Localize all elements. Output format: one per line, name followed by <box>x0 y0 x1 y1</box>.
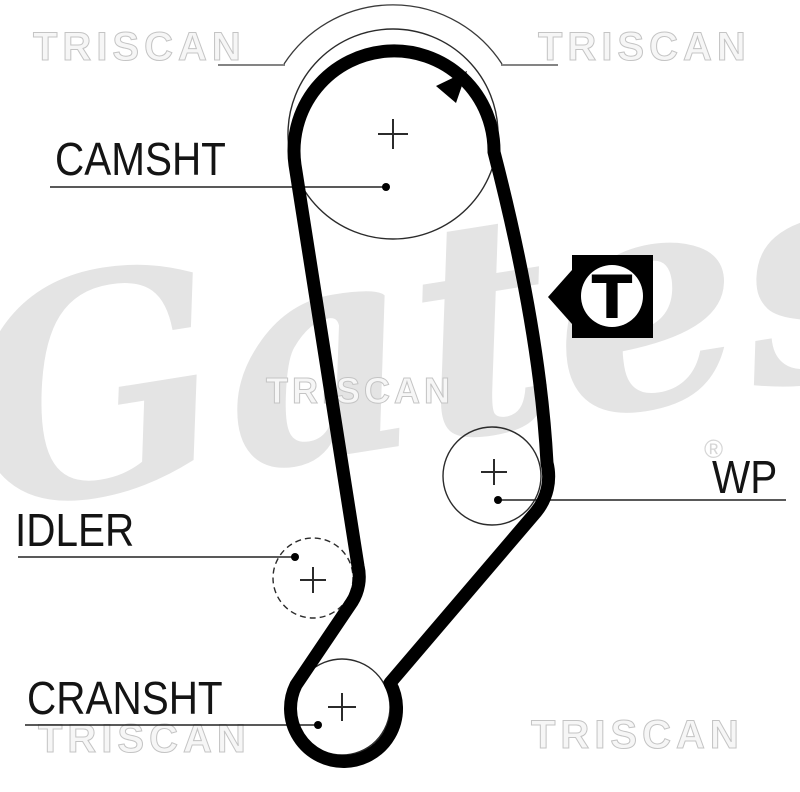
water-pump-leader-dot <box>494 496 502 504</box>
triscan-watermark-center: TRISCAN <box>266 370 454 411</box>
cover-arc <box>283 4 503 65</box>
water-pump-label: WP <box>712 451 778 503</box>
camshaft-leader-dot <box>382 183 390 191</box>
triscan-watermark-bottom-right: TRISCAN <box>531 713 744 757</box>
water-pump-center-cross-icon <box>481 459 507 485</box>
triscan-watermark-top-right: TRISCAN <box>538 25 751 69</box>
tensioner-marker-letter: T <box>592 263 633 333</box>
camshaft-label: CAMSHT <box>55 133 226 185</box>
tensioner-marker-pointer-icon <box>548 270 572 324</box>
crankshaft-leader-dot <box>314 721 322 729</box>
crankshaft-label: CRANSHT <box>27 672 223 724</box>
timing-belt-path <box>284 44 556 768</box>
idler-center-cross-icon <box>300 567 326 593</box>
triscan-watermark-top-left: TRISCAN <box>33 25 246 69</box>
belt-direction-arrow-icon <box>436 71 467 103</box>
idler-leader-dot <box>291 553 299 561</box>
crankshaft-center-cross-icon <box>328 693 356 721</box>
registered-trademark-icon: ® <box>704 434 724 464</box>
tensioner-marker-disc <box>581 265 643 327</box>
idler-label: IDLER <box>15 504 135 556</box>
water-pump-pulley-circle <box>442 426 542 526</box>
tensioner-marker: T <box>548 255 653 338</box>
camshaft-center-cross-icon <box>378 119 408 149</box>
